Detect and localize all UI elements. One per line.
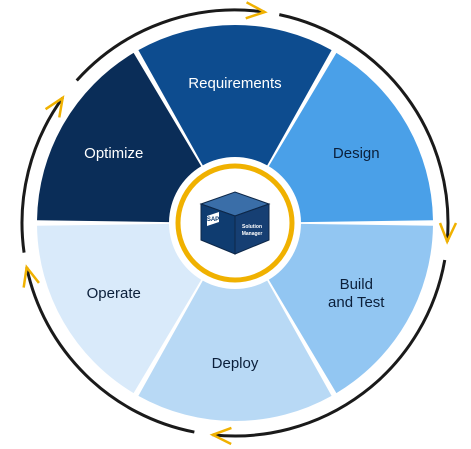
- segment-label-build-and-test-line-1: Build: [340, 276, 373, 293]
- segment-operate: [37, 223, 202, 394]
- sap-logo-text: SAP: [207, 217, 219, 223]
- cycle-arc: [212, 259, 447, 438]
- center-hub: SAP Solution Manager: [172, 160, 298, 286]
- segment-build-and-test: [268, 223, 433, 394]
- product-name-line-2: Manager: [242, 231, 263, 237]
- segment-optimize: [37, 52, 202, 223]
- cycle-arc: [75, 8, 265, 82]
- segment-deploy: [138, 280, 332, 421]
- cycle-arrow-icon: [245, 1, 268, 20]
- segment-label-optimize: Optimize: [84, 145, 143, 162]
- segment-requirements: [138, 25, 332, 166]
- outer-cycle-ring: [20, 1, 458, 446]
- sap-cube-icon: SAP Solution Manager: [199, 191, 271, 255]
- segment-design: [268, 52, 433, 223]
- hub-gold-ring: [175, 163, 295, 283]
- product-name-line-1: Solution: [242, 224, 262, 230]
- segment-label-deploy: Deploy: [212, 355, 259, 372]
- cycle-arc: [25, 266, 195, 434]
- cycle-arrow-icon: [438, 222, 458, 245]
- cycle-arc: [278, 13, 450, 242]
- segment-label-build-and-test-line-2: and Test: [328, 294, 385, 311]
- segment-label-design: Design: [333, 145, 380, 162]
- cycle-arrow-icon: [22, 264, 40, 288]
- cycle-arrow-icon: [209, 426, 232, 446]
- cycle-arrow-icon: [44, 95, 65, 118]
- segment-label-requirements: Requirements: [188, 75, 281, 92]
- segment-label-operate: Operate: [87, 285, 141, 302]
- cycle-arc: [20, 96, 64, 253]
